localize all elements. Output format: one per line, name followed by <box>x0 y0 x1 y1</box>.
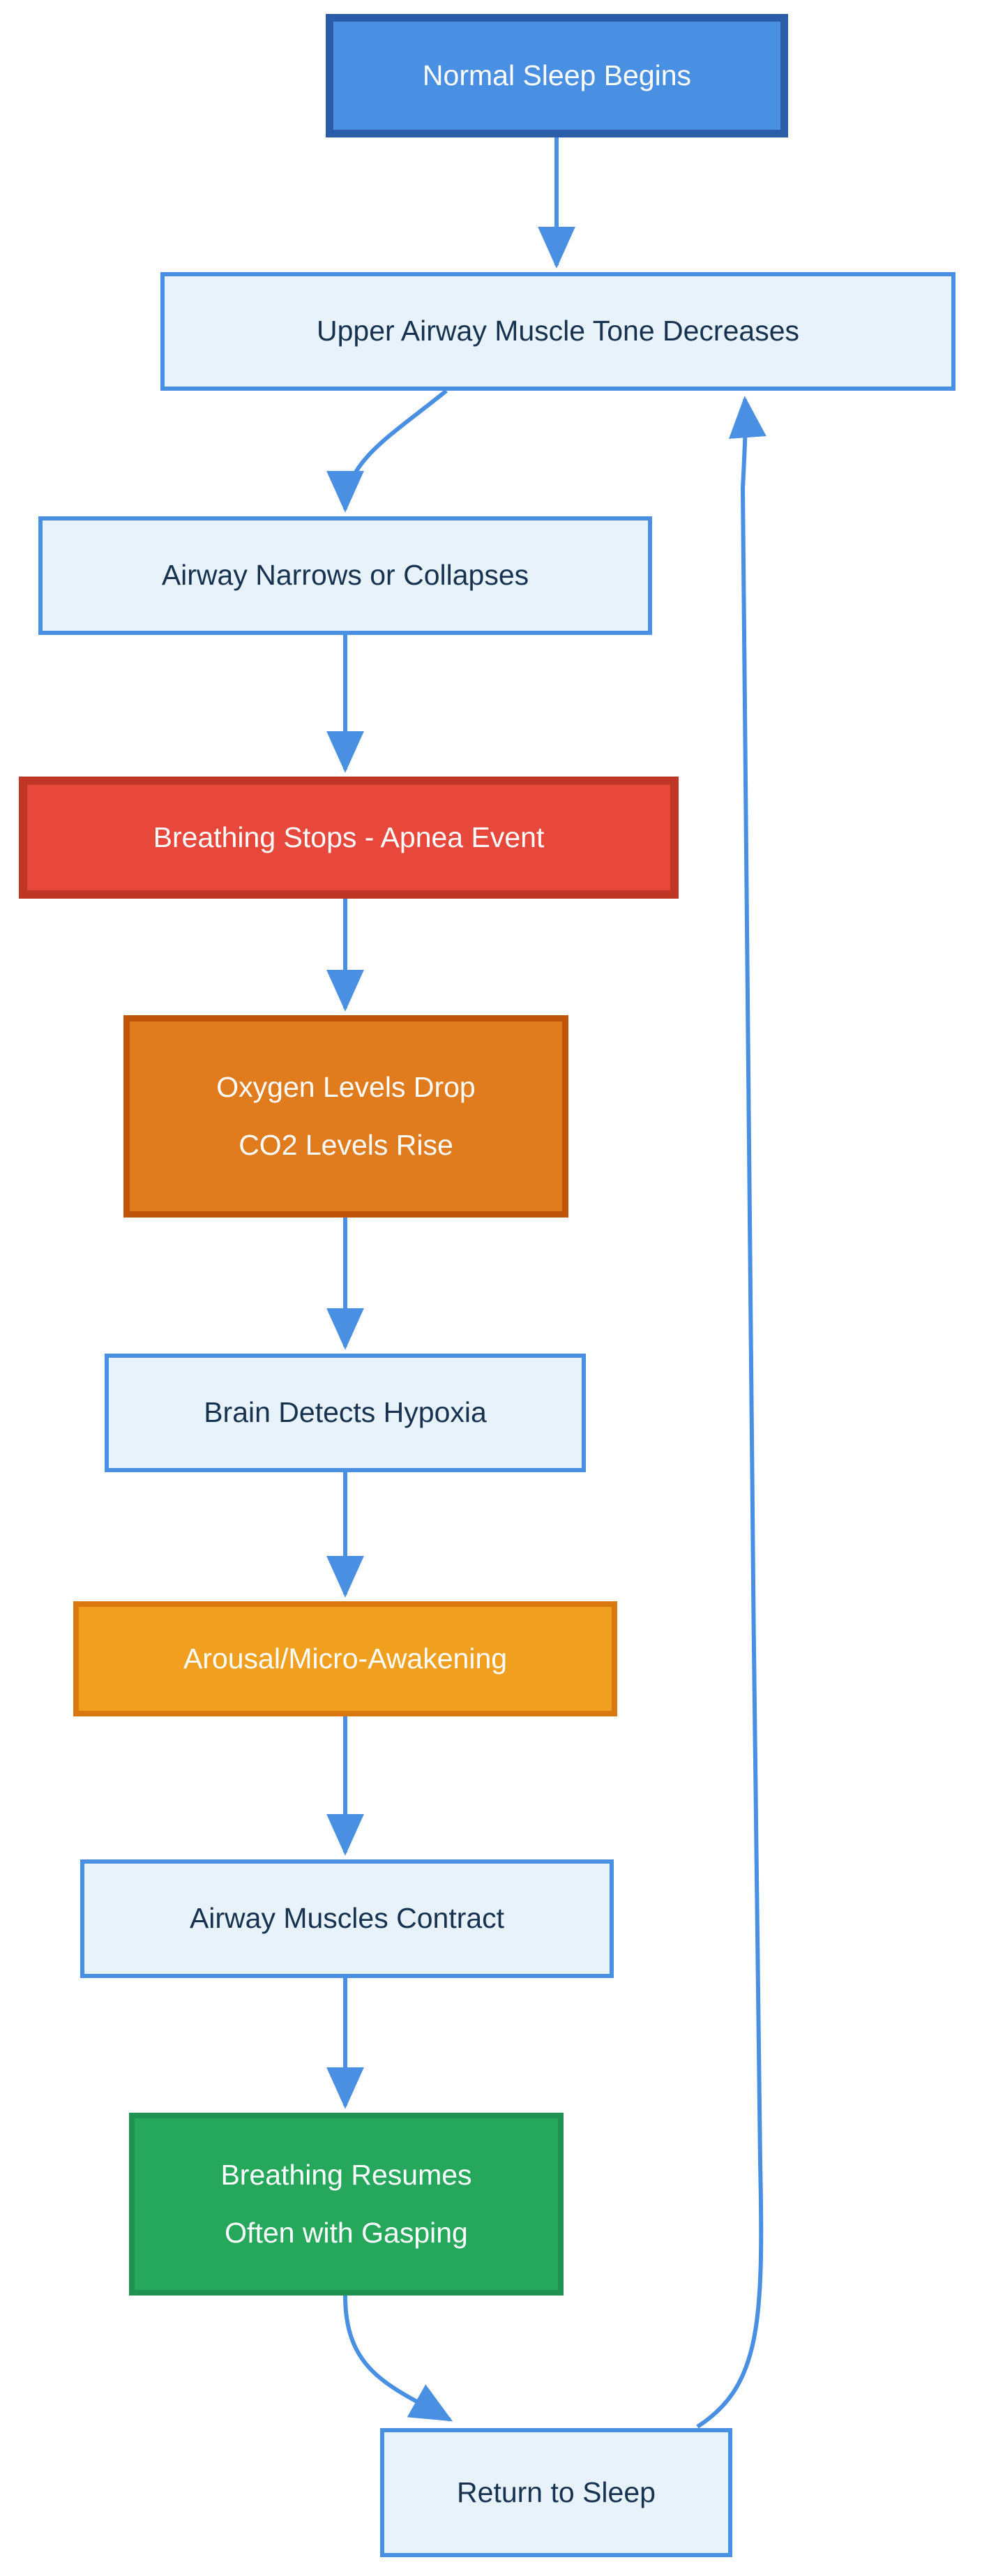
node-label: Breathing Stops - Apnea Event <box>153 821 545 853</box>
node-label: Upper Airway Muscle Tone Decreases <box>317 315 799 347</box>
node-arousal-micro-awakening[interactable]: Arousal/Micro-Awakening <box>73 1601 617 1716</box>
node-brain-detects-hypoxia[interactable]: Brain Detects Hypoxia <box>105 1354 586 1472</box>
node-label: Arousal/Micro-Awakening <box>183 1642 508 1675</box>
node-label-line-1: Breathing Resumes <box>220 2158 472 2191</box>
node-breathing-resumes-often-with-gasping[interactable]: Breathing Resumes Often with Gasping <box>129 2113 564 2296</box>
node-normal-sleep-begins[interactable]: Normal Sleep Begins <box>326 14 788 137</box>
node-oxygen-levels-drop-co2-levels-rise[interactable]: Oxygen Levels Drop CO2 Levels Rise <box>123 1015 568 1218</box>
node-label-line-2: Often with Gasping <box>225 2217 468 2249</box>
node-label: Brain Detects Hypoxia <box>204 1396 487 1429</box>
node-label: Normal Sleep Begins <box>422 59 692 91</box>
edge-return-to-sleep-feedback-loop <box>696 396 766 2429</box>
node-label: Airway Muscles Contract <box>189 1902 505 1935</box>
edge-upper-airway-to-airway-narrows <box>326 389 448 513</box>
node-upper-airway-muscle-tone-decreases[interactable]: Upper Airway Muscle Tone Decreases <box>160 272 955 391</box>
node-label-line-1: Oxygen Levels Drop <box>216 1070 476 1103</box>
node-airway-muscles-contract[interactable]: Airway Muscles Contract <box>80 1859 614 1978</box>
node-return-to-sleep[interactable]: Return to Sleep <box>380 2428 732 2557</box>
node-label: Airway Narrows or Collapses <box>161 559 529 592</box>
node-breathing-stops-apnea-event[interactable]: Breathing Stops - Apnea Event <box>19 777 679 899</box>
node-label: Return to Sleep <box>457 2476 656 2508</box>
node-airway-narrows-or-collapses[interactable]: Airway Narrows or Collapses <box>38 516 652 635</box>
edge-breathing-resumes-to-return-to-sleep <box>343 2295 453 2422</box>
node-label-line-2: CO2 Levels Rise <box>239 1129 453 1161</box>
